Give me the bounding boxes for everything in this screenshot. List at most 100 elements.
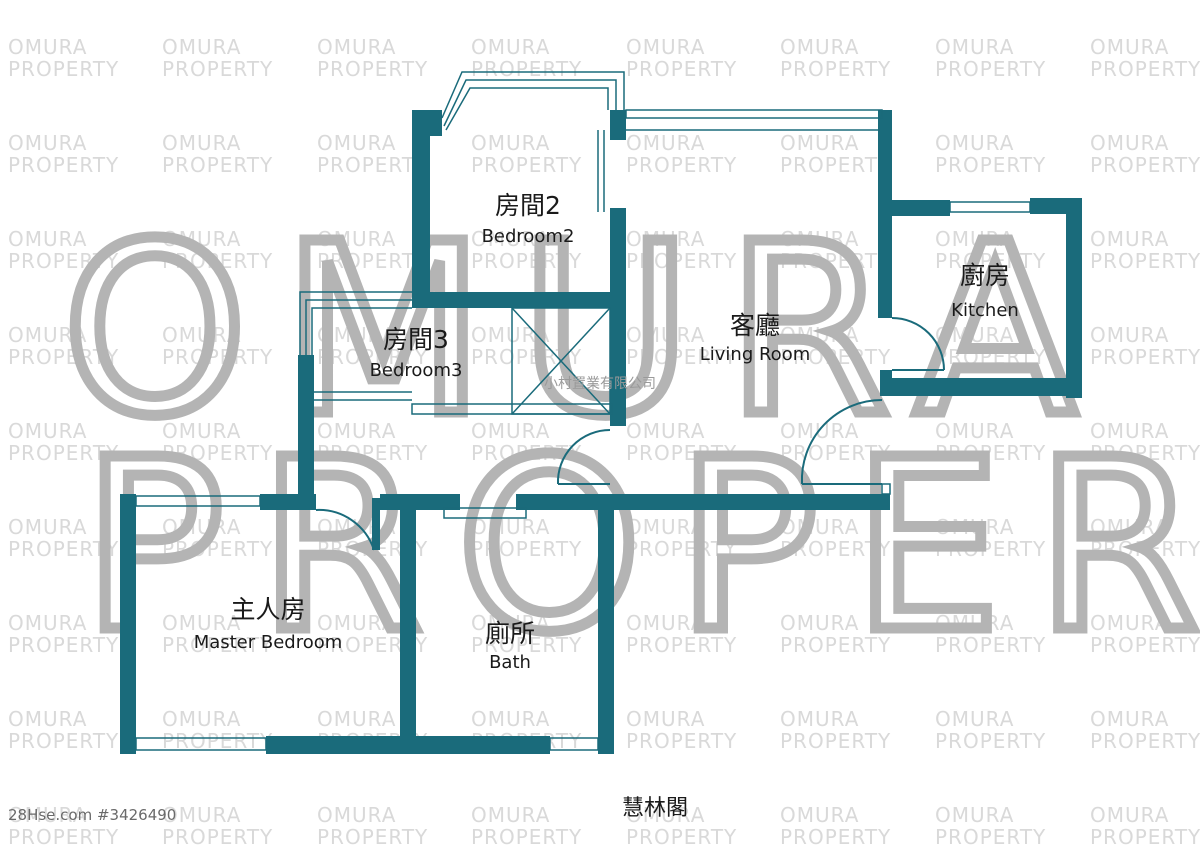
bed2-bay-window-outer <box>441 71 625 119</box>
watermark-tile-line2: PROPERTY <box>1090 153 1200 177</box>
listing-code: 28Hse.com #3426490 <box>8 806 176 824</box>
watermark-tile-line2: PROPERTY <box>162 57 273 81</box>
watermark-tile-line2: PROPERTY <box>471 537 582 561</box>
watermark-tile-line1: OMURA <box>780 803 859 827</box>
watermark-tile-line2: PROPERTY <box>8 633 119 657</box>
watermark-tile-line2: PROPERTY <box>626 633 737 657</box>
watermark-tile-line2: PROPERTY <box>935 153 1046 177</box>
watermark-tile-line2: PROPERTY <box>626 825 737 848</box>
wall-master-corner <box>120 736 136 754</box>
kitchen-label-en: Kitchen <box>951 300 1019 321</box>
watermark-tile-line2: PROPERTY <box>935 633 1046 657</box>
watermark-tile-line1: OMURA <box>471 803 550 827</box>
watermark-tile-line2: PROPERTY <box>471 345 582 369</box>
watermark-tile-line1: OMURA <box>780 35 859 59</box>
watermark-tile-line1: OMURA <box>935 611 1014 635</box>
watermark-tile-line1: OMURA <box>162 515 241 539</box>
watermark-tile-line2: PROPERTY <box>162 345 273 369</box>
watermark-tile-line1: OMURA <box>317 707 396 731</box>
watermark-tile-line2: PROPERTY <box>935 345 1046 369</box>
bedroom3-label-cn: 房間3 <box>383 325 449 354</box>
watermark-tile-line2: PROPERTY <box>317 825 428 848</box>
master-door-swing <box>315 508 375 551</box>
watermark-tile-line1: OMURA <box>780 707 859 731</box>
wall-kitchen-left <box>878 200 892 318</box>
watermark-tile-line2: PROPERTY <box>1090 633 1200 657</box>
watermark-tile-line1: OMURA <box>317 227 396 251</box>
bedroom2-label-en: Bedroom2 <box>482 226 575 247</box>
watermark-tile-line2: PROPERTY <box>626 249 737 273</box>
watermark-tile-line1: OMURA <box>1090 611 1169 635</box>
watermark-tile-line2: PROPERTY <box>780 729 891 753</box>
watermark-tile-line2: PROPERTY <box>626 57 737 81</box>
wall-living-right-top <box>878 110 892 220</box>
watermark-tile-line1: OMURA <box>1090 227 1169 251</box>
storage-closet <box>511 307 611 415</box>
master-bottom-window <box>135 737 267 751</box>
watermark-tile-line1: OMURA <box>8 35 87 59</box>
watermark-tile-line2: PROPERTY <box>935 249 1046 273</box>
watermark-tile-line2: PROPERTY <box>8 345 119 369</box>
watermark-tile-line2: PROPERTY <box>626 537 737 561</box>
watermark-tile-line1: OMURA <box>8 131 87 155</box>
wall-kitchen-right <box>1066 198 1082 398</box>
master-top-window <box>135 495 261 507</box>
big-watermark: OMURA PROPERTY <box>57 188 1200 690</box>
watermark-tile-line1: OMURA <box>162 707 241 731</box>
watermark-tile-line2: PROPERTY <box>471 153 582 177</box>
entrance-door-swing <box>800 398 883 485</box>
watermark-tile-line1: OMURA <box>471 419 550 443</box>
watermark-tile-line1: OMURA <box>8 227 87 251</box>
watermark-tile-line1: OMURA <box>935 419 1014 443</box>
watermark-tile-line2: PROPERTY <box>8 249 119 273</box>
watermark-tile-line1: OMURA <box>8 707 87 731</box>
bed2-bay-window-inner <box>445 87 609 131</box>
wall-bed2-bottom <box>412 292 626 308</box>
big-watermark-line1: OMURA <box>62 193 1110 468</box>
bed3-door-swing <box>556 429 611 485</box>
watermark-tile-line2: PROPERTY <box>162 537 273 561</box>
watermark-tile-line1: OMURA <box>317 803 396 827</box>
watermark-tile-line1: OMURA <box>1090 515 1169 539</box>
watermark-tile-line1: OMURA <box>317 323 396 347</box>
watermark-tile-line2: PROPERTY <box>162 249 273 273</box>
watermark-tile-line1: OMURA <box>1090 323 1169 347</box>
watermark-tile-line1: OMURA <box>471 227 550 251</box>
watermark-tile-line2: PROPERTY <box>471 825 582 848</box>
watermark-tile-line1: OMURA <box>1090 419 1169 443</box>
bed3-window-inner <box>311 307 412 355</box>
wall-master-top <box>260 494 316 510</box>
watermark-tile-line2: PROPERTY <box>780 633 891 657</box>
watermark-tile-line1: OMURA <box>935 707 1014 731</box>
watermark-tile-line1: OMURA <box>8 419 87 443</box>
watermark-tile-line2: PROPERTY <box>162 633 273 657</box>
watermark-tile-line2: PROPERTY <box>1090 729 1200 753</box>
watermark-tile-line1: OMURA <box>317 611 396 635</box>
watermark-tile-line2: PROPERTY <box>471 633 582 657</box>
wall-bed3-left <box>298 355 314 510</box>
watermark-tile-line2: PROPERTY <box>8 729 119 753</box>
room-labels: 房間2 Bedroom2 房間3 Bedroom3 客廳 Living Room… <box>194 191 1019 673</box>
watermark-tile-line2: PROPERTY <box>8 57 119 81</box>
watermark-tile-line2: PROPERTY <box>1090 249 1200 273</box>
master-bedroom-label-en: Master Bedroom <box>194 632 343 653</box>
watermark-tile-line1: OMURA <box>162 803 241 827</box>
watermark-tile-line1: OMURA <box>162 227 241 251</box>
watermark-tile-line1: OMURA <box>935 227 1014 251</box>
wall-bed2-left <box>412 110 430 306</box>
big-watermark-line2: PROPERTY <box>82 409 1200 684</box>
building-name: 慧林閣 <box>622 796 688 821</box>
bath-bottom-window <box>549 737 599 751</box>
watermark-tile-line2: PROPERTY <box>780 441 891 465</box>
watermark-tile-line2: PROPERTY <box>317 441 428 465</box>
watermark-tile-line1: OMURA <box>626 131 705 155</box>
wall-bath-left <box>400 494 416 754</box>
wall-bath-top-right <box>526 494 596 510</box>
watermark-tile-line1: OMURA <box>935 323 1014 347</box>
bed3-window-mid <box>305 299 412 355</box>
watermark-tile-line1: OMURA <box>162 35 241 59</box>
watermark-tile-line2: PROPERTY <box>935 537 1046 561</box>
bath-label-en: Bath <box>489 652 531 673</box>
watermark-tile-line1: OMURA <box>317 35 396 59</box>
watermark-tile-line1: OMURA <box>471 611 550 635</box>
